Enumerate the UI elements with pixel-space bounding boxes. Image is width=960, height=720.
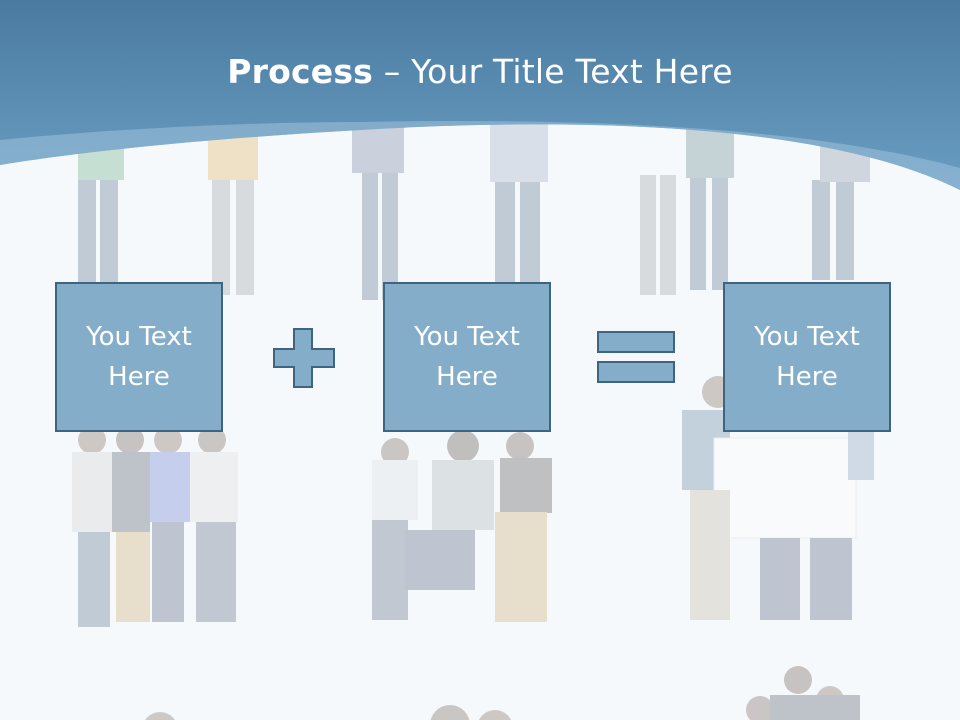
- process-box-3-text: You Text Here: [754, 322, 860, 392]
- process-box-3[interactable]: You Text Here: [723, 282, 891, 432]
- process-box-2[interactable]: You Text Here: [383, 282, 551, 432]
- process-box-2-text: You Text Here: [414, 322, 520, 392]
- process-box-1[interactable]: You Text Here: [55, 282, 223, 432]
- process-box-1-text: You Text Here: [86, 322, 192, 392]
- title-rest: – Your Title Text Here: [373, 52, 733, 91]
- plus-icon: [273, 328, 335, 388]
- title-bold: Process: [227, 52, 374, 91]
- header-band: [0, 0, 960, 190]
- equals-icon: [597, 331, 675, 383]
- slide-title: Process – Your Title Text Here: [0, 52, 960, 91]
